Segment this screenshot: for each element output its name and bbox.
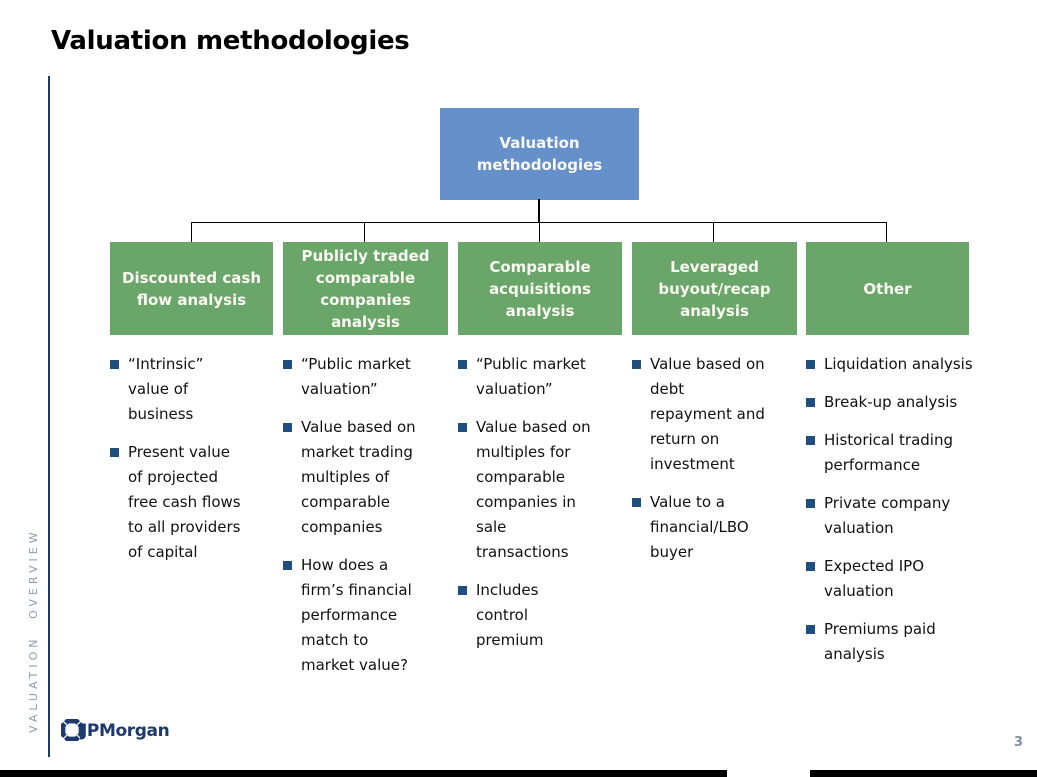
root-box: Valuation methodologies xyxy=(440,108,639,200)
bullet-text: Break-up analysis xyxy=(824,393,958,411)
bullet-item: Liquidation analysis xyxy=(806,352,996,377)
bullet-item: Value based on market trading multiples … xyxy=(283,415,457,540)
connector-root-drop xyxy=(538,199,540,223)
connector-stub xyxy=(539,223,540,242)
category-box-label: Comparable acquisitions analysis xyxy=(489,257,591,320)
bullet-item: Expected IPO valuation xyxy=(806,554,996,604)
bullet-text: Includes control premium xyxy=(476,581,544,649)
bullet-item: “Public market valuation” xyxy=(283,352,457,402)
square-bullet-icon xyxy=(806,625,815,634)
page-number: 3 xyxy=(1014,735,1024,750)
category-box-label: Other xyxy=(863,279,912,298)
bullet-item: Value based on debt repayment and return… xyxy=(632,352,806,477)
bullet-text: “Intrinsic” value of business xyxy=(128,355,204,423)
connector-stub xyxy=(191,223,192,242)
connector-stub xyxy=(886,223,887,242)
bullet-text: Private company valuation xyxy=(824,494,951,537)
square-bullet-icon xyxy=(806,360,815,369)
bullet-text: Value to a financial/LBO buyer xyxy=(650,493,749,561)
slide-title: Valuation methodologies xyxy=(51,26,410,56)
bullet-text: “Public market valuation” xyxy=(476,355,586,398)
category-box-comparable-acquisitions: Comparable acquisitions analysis xyxy=(458,242,622,335)
logo-text: JPMorgan xyxy=(81,721,170,741)
square-bullet-icon xyxy=(458,360,467,369)
bullet-item: “Intrinsic” value of business xyxy=(110,352,282,427)
bullet-text: “Public market valuation” xyxy=(301,355,411,398)
bullet-item: How does a firm’s financial performance … xyxy=(283,553,457,678)
bullet-column-comparable-acquisitions: “Public market valuation” Value based on … xyxy=(458,352,630,666)
square-bullet-icon xyxy=(632,360,641,369)
bottom-bar-right xyxy=(810,770,1037,777)
bullet-column-public-comparables: “Public market valuation” Value based on … xyxy=(283,352,457,691)
bullet-item: Private company valuation xyxy=(806,491,996,541)
bullet-item: Break-up analysis xyxy=(806,390,996,415)
bullet-item: Present value of projected free cash flo… xyxy=(110,440,282,565)
sidebar-vertical-label: VALUATION OVERVIEW xyxy=(27,528,40,733)
category-box-label: Discounted cash flow analysis xyxy=(122,268,261,309)
bottom-bar-left xyxy=(0,770,727,777)
sidebar-rule xyxy=(48,76,50,757)
square-bullet-icon xyxy=(806,562,815,571)
bullet-item: “Public market valuation” xyxy=(458,352,630,402)
connector-stub xyxy=(713,223,714,242)
bullet-text: Premiums paid analysis xyxy=(824,620,936,663)
bullet-text: Historical trading performance xyxy=(824,431,953,474)
square-bullet-icon xyxy=(806,499,815,508)
bullet-text: Present value of projected free cash flo… xyxy=(128,443,241,561)
square-bullet-icon xyxy=(806,398,815,407)
category-box-public-comparables: Publicly traded comparable companies ana… xyxy=(283,242,448,335)
jpmorgan-logo: JPMorgan xyxy=(61,719,170,741)
square-bullet-icon xyxy=(283,360,292,369)
category-box-dcf: Discounted cash flow analysis xyxy=(110,242,273,335)
category-box-other: Other xyxy=(806,242,969,335)
square-bullet-icon xyxy=(110,360,119,369)
bullet-column-lbo: Value based on debt repayment and return… xyxy=(632,352,806,578)
square-bullet-icon xyxy=(458,586,467,595)
bullet-text: Expected IPO valuation xyxy=(824,557,925,600)
square-bullet-icon xyxy=(283,561,292,570)
category-box-label: Leveraged buyout/recap analysis xyxy=(658,257,771,320)
bullet-item: Historical trading performance xyxy=(806,428,996,478)
square-bullet-icon xyxy=(458,423,467,432)
bullet-text: Value based on multiples for comparable … xyxy=(476,418,591,561)
bullet-item: Includes control premium xyxy=(458,578,630,653)
bullet-item: Value to a financial/LBO buyer xyxy=(632,490,806,565)
bullet-text: How does a firm’s financial performance … xyxy=(301,556,412,674)
bullet-text: Value based on market trading multiples … xyxy=(301,418,416,536)
chase-octagon-icon xyxy=(61,719,83,741)
category-box-lbo: Leveraged buyout/recap analysis xyxy=(632,242,797,335)
square-bullet-icon xyxy=(283,423,292,432)
square-bullet-icon xyxy=(806,436,815,445)
connector-horizontal xyxy=(191,222,887,223)
bullet-text: Liquidation analysis xyxy=(824,355,973,373)
bullet-text: Value based on debt repayment and return… xyxy=(650,355,765,473)
square-bullet-icon xyxy=(632,498,641,507)
root-box-label: Valuation methodologies xyxy=(476,134,603,174)
bullet-item: Value based on multiples for comparable … xyxy=(458,415,630,565)
bullet-item: Premiums paid analysis xyxy=(806,617,996,667)
category-box-label: Publicly traded comparable companies ana… xyxy=(301,246,430,331)
connector-stub xyxy=(364,223,365,242)
square-bullet-icon xyxy=(110,448,119,457)
